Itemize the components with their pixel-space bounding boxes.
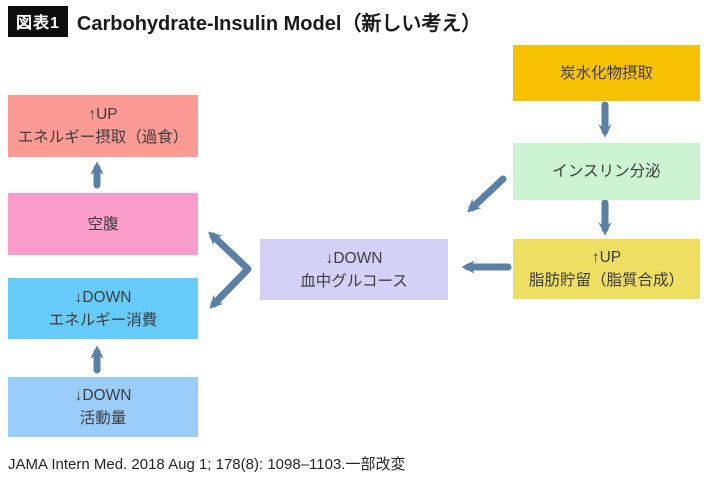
node-label: 活動量 (79, 410, 127, 427)
node-label: エネルギー摂取（過食） (17, 129, 189, 146)
node-label: ↓DOWN (74, 387, 132, 404)
arrow-insulin-to-glucose (467, 175, 507, 213)
node-label: 空腹 (87, 215, 119, 233)
node-energy-expenditure: ↓DOWN エネルギー消費 (8, 278, 198, 339)
node-label: インスリン分泌 (552, 163, 661, 180)
node-label: ↓DOWN (74, 288, 132, 306)
citation: JAMA Intern Med. 2018 Aug 1; 178(8): 109… (8, 456, 406, 473)
node-insulin-secretion: インスリン分泌 (513, 143, 700, 200)
node-energy-intake: ↑UP エネルギー摂取（過食） (8, 95, 198, 157)
node-label: ↑UP (88, 106, 118, 123)
node-label: エネルギー消費 (48, 311, 158, 329)
node-label: ↓DOWN (325, 249, 383, 267)
node-label: 炭水化物摂取 (559, 64, 653, 82)
node-fat-storage: ↑UP 脂肪貯留（脂質合成） (513, 239, 700, 299)
node-carbohydrate-intake: 炭水化物摂取 (513, 45, 700, 101)
node-label: ↑UP (591, 249, 622, 266)
node-hunger: 空腹 (8, 193, 198, 255)
node-blood-glucose: ↓DOWN 血中グルコース (260, 239, 448, 300)
node-label: 血中グルコース (300, 272, 408, 290)
node-activity-amount: ↓DOWN 活動量 (8, 377, 198, 437)
figure-badge: 図表1 (8, 6, 68, 37)
page-title: Carbohydrate-Insulin Model（新しい考え） (76, 13, 482, 35)
page-header: 図表1 Carbohydrate-Insulin Model（新しい考え） (8, 6, 481, 37)
arrow-glucose-to-hunger-and-expenditure (208, 231, 252, 309)
node-label: 脂肪貯留（脂質合成） (528, 272, 684, 289)
